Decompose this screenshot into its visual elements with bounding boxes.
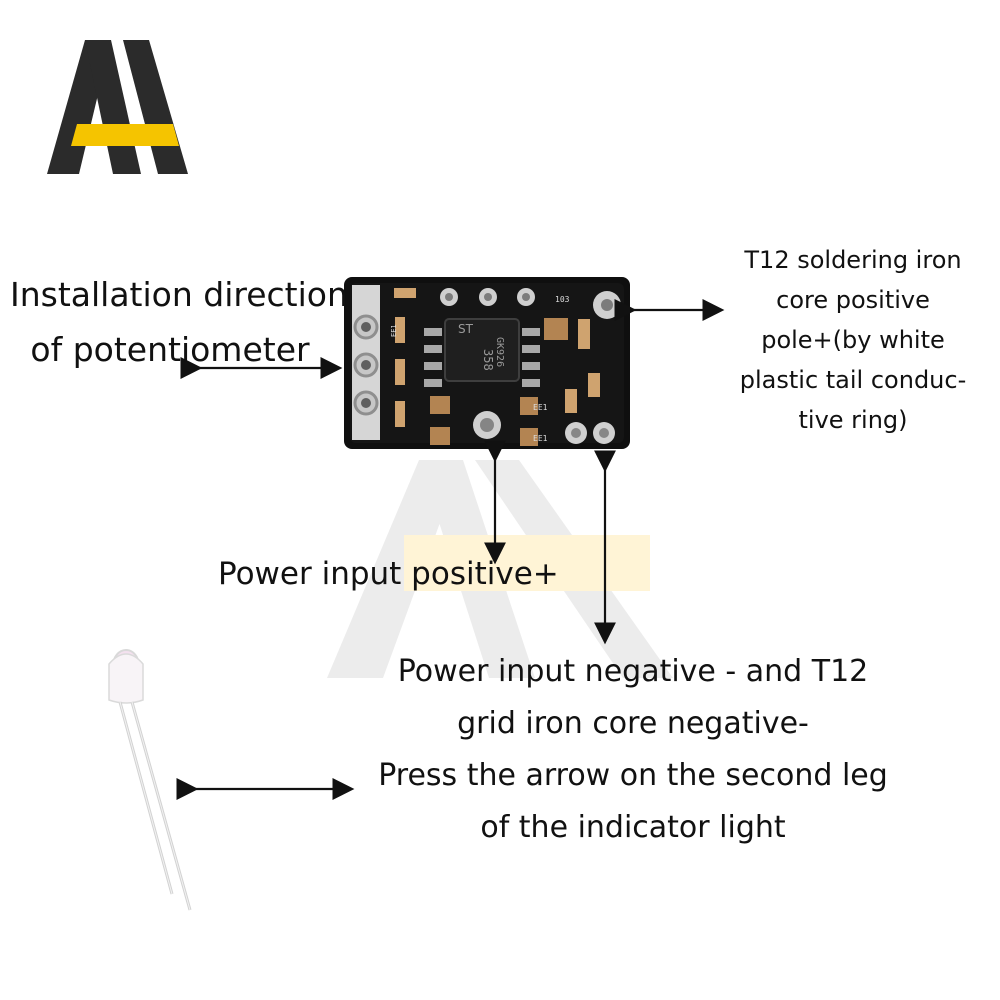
- potentiometer-label-line-2: of potentiometer: [30, 330, 310, 369]
- component-code-103: 103: [555, 295, 570, 304]
- indicator-led: [98, 642, 208, 914]
- t12-positive-label: T12 soldering iron core positive pole+(b…: [728, 240, 978, 440]
- logo-accent-bar: [71, 124, 179, 146]
- potentiometer-pads: [353, 314, 379, 416]
- component-code-ee1-c: EE1: [390, 324, 398, 337]
- svg-text:ST: ST: [458, 322, 474, 336]
- potentiometer-label: Installation direction of potentiometer: [10, 267, 348, 377]
- t12-positive-line-5: tive ring): [798, 406, 908, 434]
- t12-positive-line-2: core positive: [776, 286, 930, 314]
- power-negative-line-2: grid iron core negative-: [457, 706, 809, 741]
- power-negative-line-1: Power input negative - and T12: [397, 654, 869, 689]
- t12-positive-line-4: plastic tail conduc-: [739, 366, 967, 394]
- t12-positive-line-3: pole+(by white: [761, 326, 945, 354]
- power-negative-label: Power input negative - and T12 grid iron…: [368, 646, 898, 854]
- chip-marking-2: GK926: [494, 337, 505, 367]
- brand-logo: [45, 38, 190, 176]
- power-positive-label: Power input positive+: [218, 556, 559, 592]
- power-negative-line-4: of the indicator light: [480, 810, 786, 845]
- component-code-ee1-b: EE1: [533, 434, 548, 443]
- chip-marking-1: 358: [481, 349, 495, 371]
- potentiometer-label-line-1: Installation direction: [10, 275, 348, 314]
- pcb-board: 358 GK926 ST 103 EE1 EE1 EE1: [342, 275, 632, 451]
- power-negative-line-3: Press the arrow on the second leg: [378, 758, 888, 793]
- sop8-chip: 358 GK926 ST: [424, 318, 540, 387]
- t12-positive-line-1: T12 soldering iron: [744, 246, 962, 274]
- component-code-ee1-a: EE1: [533, 403, 548, 412]
